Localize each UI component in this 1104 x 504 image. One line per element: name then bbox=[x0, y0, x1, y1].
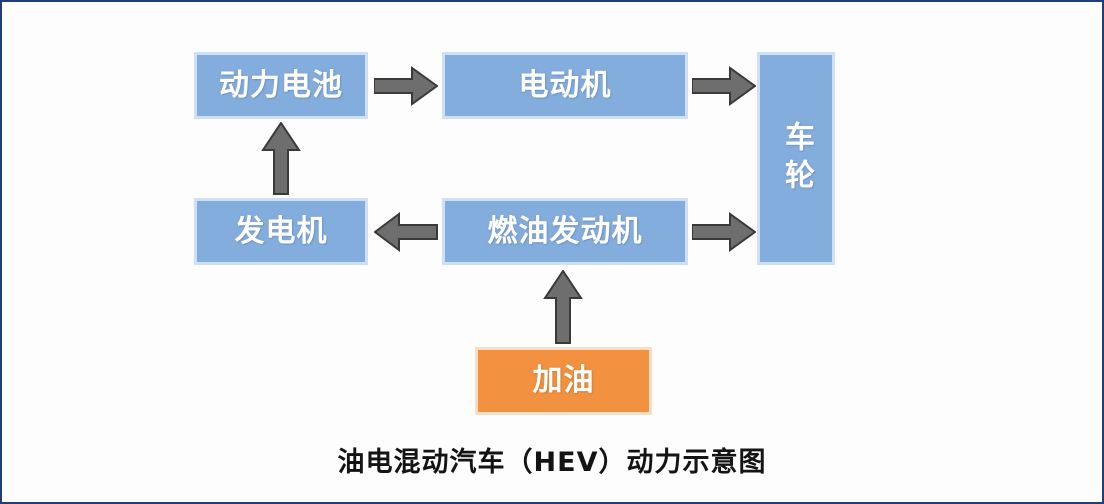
arrow-up-refuel-to-engine bbox=[543, 270, 583, 344]
arrow-right-battery-to-motor bbox=[374, 66, 438, 106]
node-label-fuel-engine: 燃油发动机 bbox=[487, 213, 643, 249]
arrow-left-engine-to-generator bbox=[374, 212, 438, 252]
node-generator[interactable]: 发电机 bbox=[194, 198, 368, 265]
node-label-wheels: 车轮 bbox=[779, 120, 814, 197]
arrow-right-motor-to-wheels bbox=[692, 66, 756, 106]
node-label-power-battery: 动力电池 bbox=[219, 67, 343, 103]
diagram-caption: 油电混动汽车（HEV）动力示意图 bbox=[337, 447, 767, 478]
node-wheels[interactable]: 车轮 bbox=[757, 52, 835, 265]
arrow-right-engine-to-wheels bbox=[692, 212, 756, 252]
node-label-electric-motor: 电动机 bbox=[518, 67, 612, 103]
arrow-up-generator-to-battery bbox=[261, 122, 301, 195]
node-electric-motor[interactable]: 电动机 bbox=[442, 52, 688, 119]
node-fuel-engine[interactable]: 燃油发动机 bbox=[442, 198, 688, 265]
node-refuel[interactable]: 加油 bbox=[475, 347, 652, 415]
node-label-refuel: 加油 bbox=[532, 363, 595, 398]
node-power-battery[interactable]: 动力电池 bbox=[194, 52, 368, 119]
node-label-generator: 发电机 bbox=[234, 213, 328, 249]
